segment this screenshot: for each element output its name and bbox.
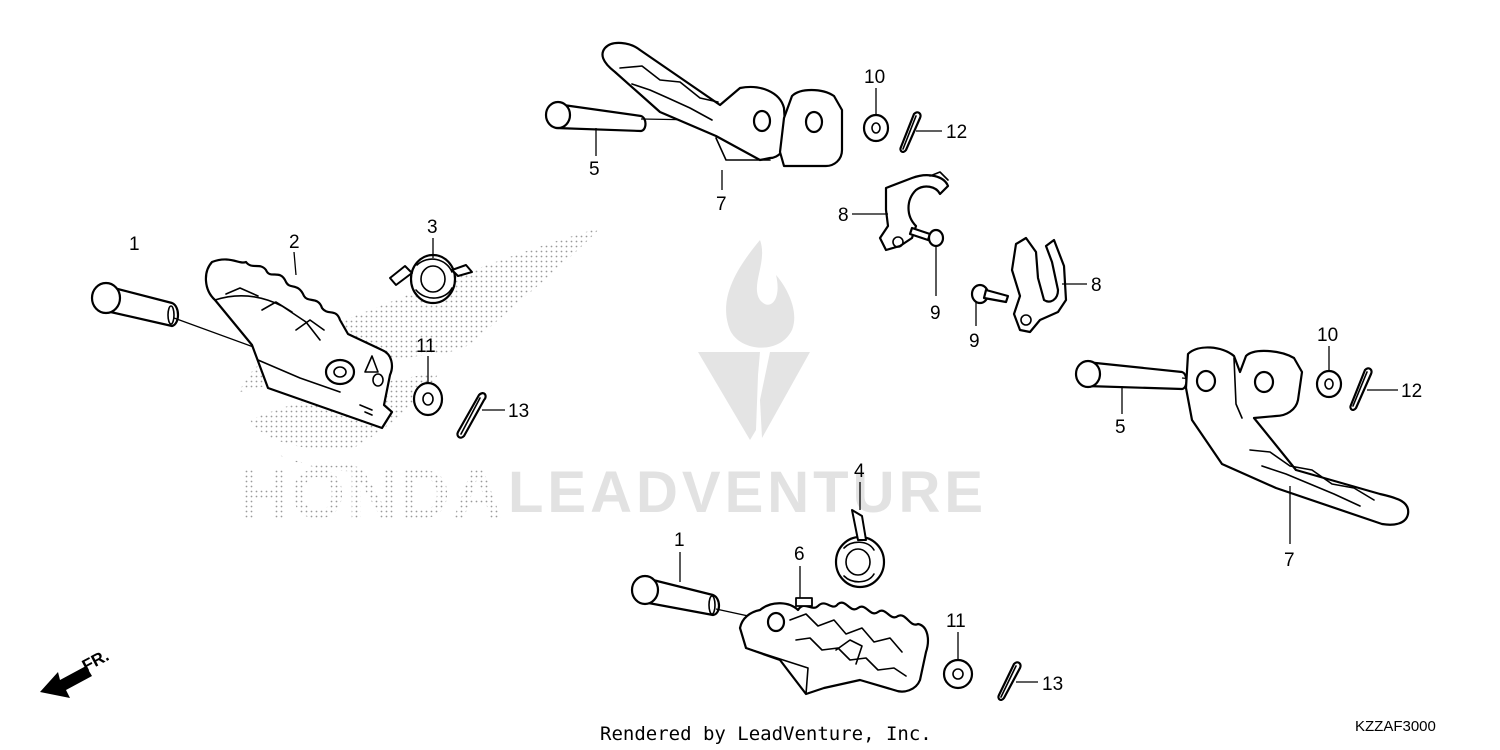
direction-arrow-icon [40, 666, 92, 698]
washer-part-11-left [412, 381, 444, 417]
callout-8-middle: 8 [1091, 275, 1102, 296]
callout-3: 3 [427, 217, 438, 238]
cotter-pin-part-12-right [1349, 367, 1373, 411]
callout-11-lower: 11 [946, 611, 966, 632]
bolt-part-9-upper [908, 226, 945, 248]
cotter-pin-part-13-left [456, 392, 487, 439]
callout-7-right: 7 [1284, 550, 1295, 571]
spring-part-3 [389, 253, 473, 305]
callout-8-upper: 8 [838, 205, 849, 226]
washer-part-10-right [1315, 369, 1343, 399]
washer-part-10-upper [862, 113, 890, 143]
honda-watermark-text: HONDA [238, 455, 505, 533]
callout-12-upper: 12 [946, 122, 967, 143]
pin-part-5-right [1074, 359, 1188, 391]
callout-9-upper: 9 [930, 303, 941, 324]
callout-10-right: 10 [1317, 325, 1338, 346]
front-direction-indicator: FR. [40, 646, 112, 698]
cotter-pin-part-13-lower [997, 661, 1022, 701]
callout-1-upper: 1 [129, 234, 140, 255]
pin-part-1-upper [90, 281, 180, 328]
callout-13-left: 13 [508, 401, 529, 422]
leadventure-watermark-text: LEADVENTURE [508, 460, 987, 525]
callout-11-left: 11 [416, 336, 436, 357]
callout-5-right: 5 [1115, 417, 1126, 438]
callout-9-middle: 9 [969, 331, 980, 352]
footpeg-part-2-left [204, 258, 394, 430]
callout-4: 4 [854, 461, 865, 482]
callout-2: 2 [289, 232, 300, 253]
callout-1-lower: 1 [674, 530, 685, 551]
callout-10-upper: 10 [864, 67, 885, 88]
leadventure-logo-watermark: LEADVENTURE [508, 240, 987, 525]
callout-7-upper: 7 [716, 194, 727, 215]
clamp-part-8-middle [1010, 236, 1068, 334]
cotter-pin-part-12-upper [899, 111, 922, 153]
spring-part-4 [834, 509, 886, 589]
pin-part-1-lower [630, 574, 721, 617]
callout-13-lower: 13 [1042, 674, 1063, 695]
callout-6: 6 [794, 544, 805, 565]
callout-5-upper: 5 [589, 159, 600, 180]
bolt-part-9-middle [970, 283, 1010, 305]
bracket-part-7-right [1184, 346, 1410, 526]
diagram-code: KZZAF3000 [1355, 718, 1436, 735]
rendered-by-credit: Rendered by LeadVenture, Inc. [600, 723, 932, 745]
pin-part-5-upper [544, 100, 647, 133]
bracket-part-7-upper [601, 41, 844, 168]
washer-part-11-lower [942, 658, 974, 690]
footpeg-part-6-lower [738, 597, 929, 696]
callout-12-right: 12 [1401, 381, 1422, 402]
